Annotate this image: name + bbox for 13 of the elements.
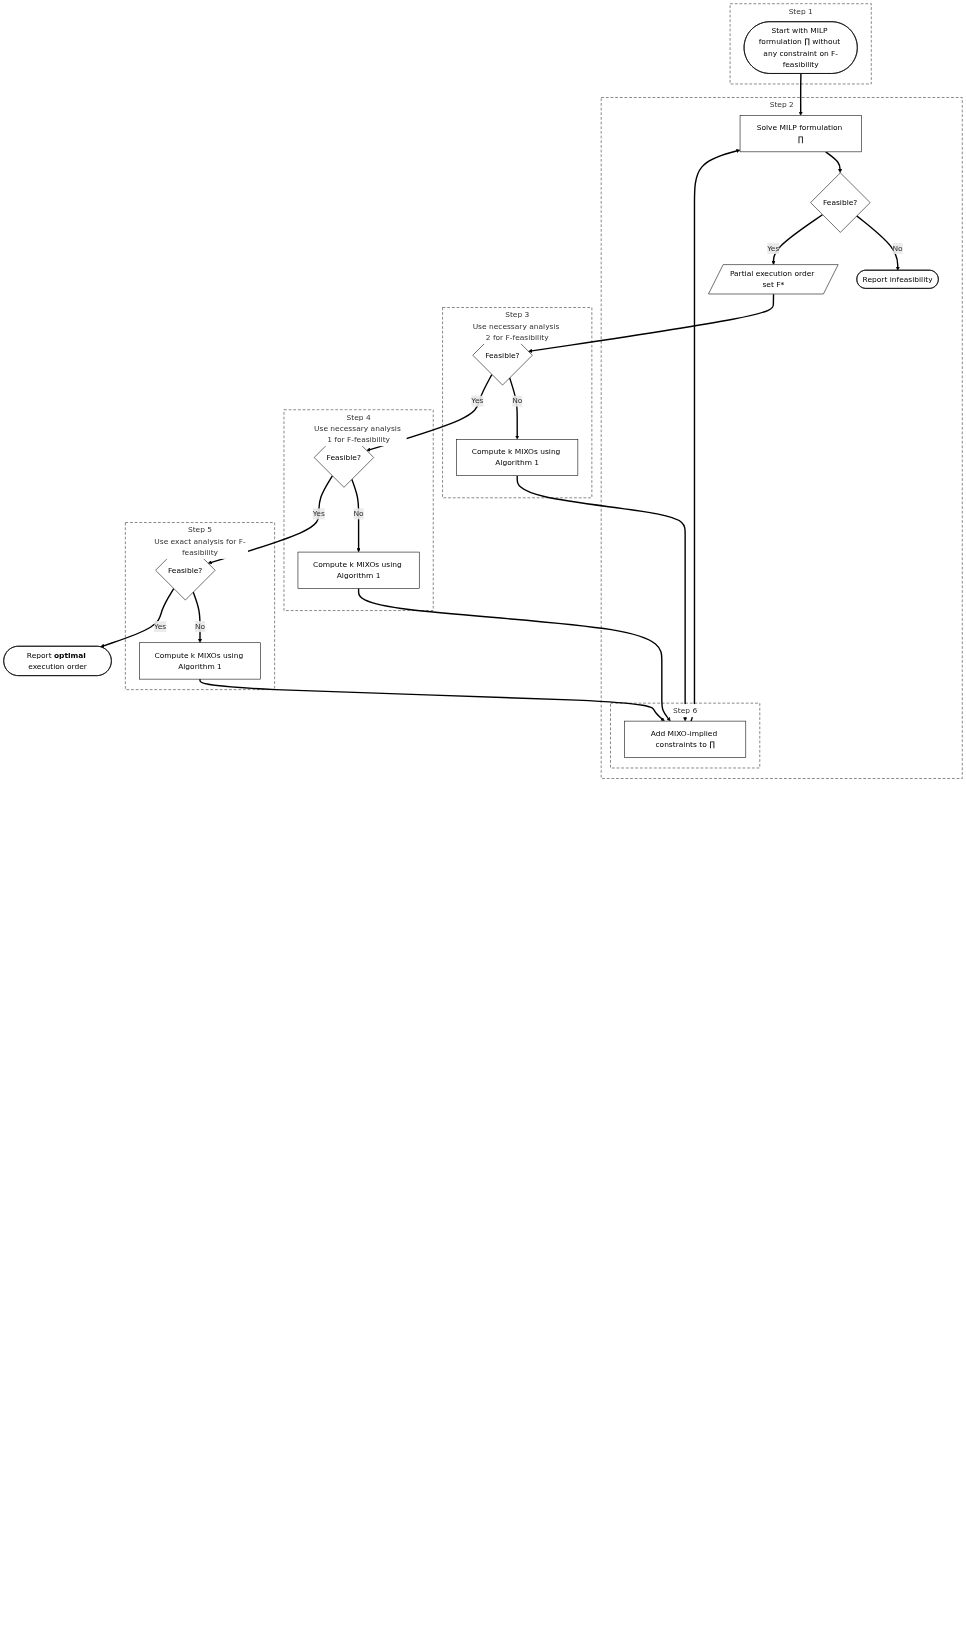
arrow bbox=[528, 293, 775, 353]
arrow bbox=[824, 151, 843, 173]
arrow bbox=[798, 73, 803, 116]
arrow bbox=[516, 475, 688, 722]
arrow bbox=[855, 215, 900, 271]
arrow bbox=[192, 591, 203, 643]
arrow bbox=[508, 377, 520, 440]
arrow bbox=[351, 478, 361, 553]
arrow bbox=[199, 678, 665, 722]
arrow bbox=[771, 214, 824, 265]
arrow bbox=[100, 587, 175, 648]
arrow bbox=[690, 149, 741, 722]
arrow bbox=[357, 587, 671, 722]
